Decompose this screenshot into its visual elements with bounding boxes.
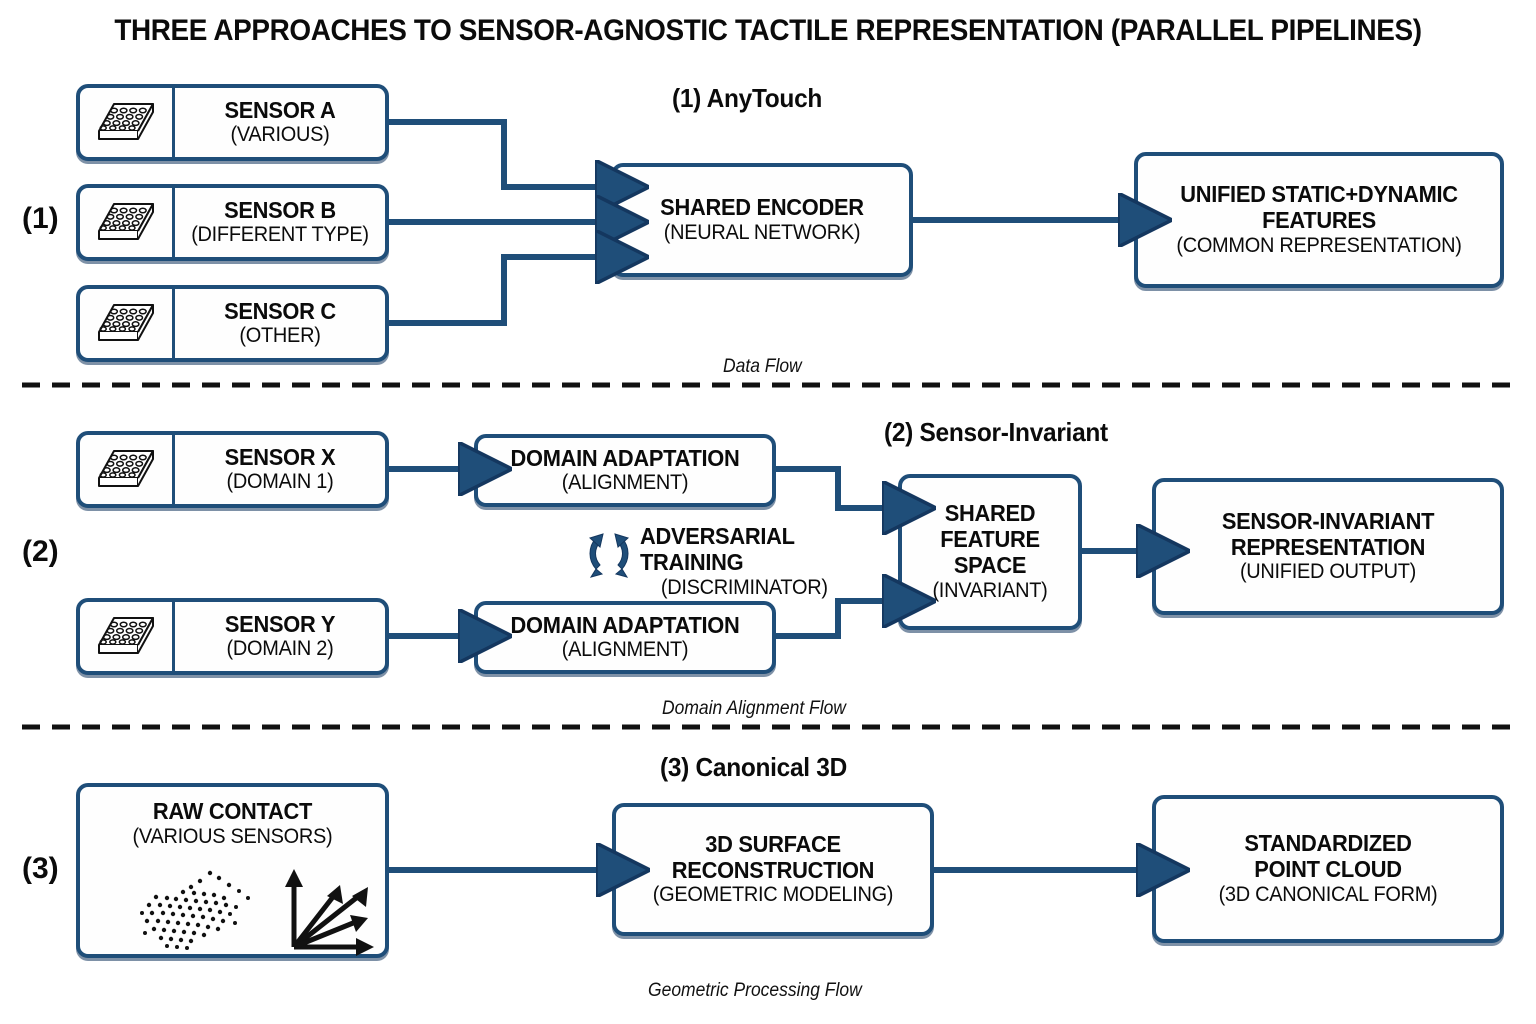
standardized-point-cloud-box[interactable]: STANDARDIZED POINT CLOUD (3D CANONICAL F… — [1152, 795, 1504, 943]
sensor-icon-cell-b — [80, 188, 175, 257]
connector-da1-to-feature-space — [776, 466, 888, 508]
shared-feature-space-line3: SPACE — [953, 551, 1027, 578]
section-heading-sensor-invariant: (2) Sensor-Invariant — [884, 417, 1108, 447]
adversarial-training-subtitle: (DISCRIMINATOR) — [660, 575, 828, 599]
domain-adaptation-1-subtitle: (ALIGNMENT) — [561, 471, 689, 495]
sensor-label-cell-c: SENSOR C (OTHER) — [175, 297, 385, 349]
raw-contact-box[interactable]: RAW CONTACT (VARIOUS SENSORS) — [76, 783, 389, 958]
section-heading-anytouch: (1) AnyTouch — [672, 83, 823, 113]
surface-reconstruction-subtitle: (GEOMETRIC MODELING) — [652, 883, 894, 907]
sensor-box-a[interactable]: SENSOR A (VARIOUS) — [76, 84, 389, 161]
sensor-label-cell-a: SENSOR A (VARIOUS) — [175, 96, 385, 148]
adversarial-training-icon-wrap — [586, 522, 632, 584]
connector-da2-to-feature-space — [776, 601, 888, 639]
sensor-b-subtitle: (DIFFERENT TYPE) — [191, 223, 369, 247]
sensor-invariant-line2: REPRESENTATION — [1230, 533, 1426, 560]
sensor-invariant-line1: SENSOR-INVARIANT — [1221, 507, 1435, 534]
sensor-label-cell-x: SENSOR X (DOMAIN 1) — [175, 443, 385, 495]
shared-feature-space-line2: FEATURE — [940, 526, 1040, 553]
sensor-c-subtitle: (OTHER) — [239, 324, 321, 348]
connector-sensor-a-to-encoder — [389, 119, 601, 187]
sensor-box-x[interactable]: SENSOR X (DOMAIN 1) — [76, 431, 389, 508]
shared-encoder-title: SHARED ENCODER — [660, 194, 864, 221]
raw-contact-subtitle: (VARIOUS SENSORS) — [132, 824, 333, 848]
domain-adaptation-box-2[interactable]: DOMAIN ADAPTATION (ALIGNMENT) — [474, 601, 776, 674]
shared-encoder-box[interactable]: SHARED ENCODER (NEURAL NETWORK) — [611, 163, 913, 277]
standardized-point-cloud-line2: POINT CLOUD — [1254, 856, 1402, 883]
cycle-arrows-icon — [589, 533, 629, 578]
sensor-box-b[interactable]: SENSOR B (DIFFERENT TYPE) — [76, 184, 389, 261]
raw-contact-title: RAW CONTACT — [152, 798, 313, 824]
domain-adaptation-1-title: DOMAIN ADAPTATION — [510, 444, 740, 471]
adversarial-training-title: ADVERSARIAL TRAINING — [640, 523, 795, 575]
row-number-2: (2) — [22, 535, 59, 568]
tactile-sensor-array-icon — [98, 202, 154, 240]
shared-feature-space-line1: SHARED — [944, 500, 1036, 527]
unified-features-title-line1: UNIFIED STATIC+DYNAMIC — [1180, 181, 1458, 208]
unified-features-box[interactable]: UNIFIED STATIC+DYNAMIC FEATURES (COMMON … — [1134, 152, 1504, 288]
sensor-icon-cell-a — [80, 88, 175, 157]
tactile-sensor-array-icon — [98, 303, 154, 341]
sensor-icon-cell-y — [80, 602, 175, 671]
flow-label-domain-alignment: Domain Alignment Flow — [662, 698, 846, 719]
point-cloud-icon — [140, 870, 250, 950]
sensor-label-cell-y: SENSOR Y (DOMAIN 2) — [175, 610, 385, 662]
surface-reconstruction-line2: RECONSTRUCTION — [671, 856, 875, 883]
sensor-x-subtitle: (DOMAIN 1) — [226, 470, 334, 494]
standardized-point-cloud-subtitle: (3D CANONICAL FORM) — [1218, 882, 1438, 906]
row-number-1: (1) — [22, 202, 59, 235]
sensor-c-title: SENSOR C — [224, 297, 336, 324]
adversarial-training-label: ADVERSARIAL TRAINING (DISCRIMINATOR) — [640, 523, 900, 599]
flow-label-geometric-processing: Geometric Processing Flow — [648, 980, 862, 1001]
sensor-y-title: SENSOR Y — [224, 610, 336, 637]
surface-reconstruction-line1: 3D SURFACE — [705, 830, 841, 857]
sensor-x-title: SENSOR X — [224, 443, 336, 470]
domain-adaptation-2-title: DOMAIN ADAPTATION — [510, 611, 740, 638]
row-number-3: (3) — [22, 852, 59, 885]
sensor-icon-cell-c — [80, 289, 175, 358]
section-heading-canonical-3d: (3) Canonical 3D — [660, 752, 847, 782]
sensor-y-subtitle: (DOMAIN 2) — [226, 637, 334, 661]
sensor-invariant-subtitle: (UNIFIED OUTPUT) — [1239, 560, 1417, 584]
3d-surface-reconstruction-box[interactable]: 3D SURFACE RECONSTRUCTION (GEOMETRIC MOD… — [612, 803, 934, 936]
tactile-sensor-array-icon — [98, 102, 154, 140]
shared-feature-space-subtitle: (INVARIANT) — [932, 578, 1048, 602]
unified-features-subtitle: (COMMON REPRESENTATION) — [1176, 233, 1462, 257]
sensor-a-title: SENSOR A — [224, 96, 336, 123]
sensor-a-subtitle: (VARIOUS) — [230, 123, 330, 147]
shared-encoder-subtitle: (NEURAL NETWORK) — [663, 220, 861, 244]
tactile-sensor-array-icon — [98, 449, 154, 487]
flow-label-data-flow: Data Flow — [723, 356, 802, 377]
unified-features-title-line2: FEATURES — [1262, 207, 1376, 234]
connector-sensor-c-to-encoder — [389, 257, 601, 326]
sensor-invariant-representation-box[interactable]: SENSOR-INVARIANT REPRESENTATION (UNIFIED… — [1152, 478, 1504, 615]
tactile-sensor-array-icon — [98, 616, 154, 654]
domain-adaptation-2-subtitle: (ALIGNMENT) — [561, 638, 689, 662]
sensor-b-title: SENSOR B — [224, 196, 336, 223]
standardized-point-cloud-line1: STANDARDIZED — [1244, 830, 1412, 857]
sensor-box-y[interactable]: SENSOR Y (DOMAIN 2) — [76, 598, 389, 675]
page-title: THREE APPROACHES TO SENSOR-AGNOSTIC TACT… — [114, 14, 1422, 47]
shared-feature-space-box[interactable]: SHARED FEATURE SPACE (INVARIANT) — [898, 474, 1082, 630]
sensor-icon-cell-x — [80, 435, 175, 504]
domain-adaptation-box-1[interactable]: DOMAIN ADAPTATION (ALIGNMENT) — [474, 434, 776, 507]
vector-axes-icon — [285, 869, 374, 956]
sensor-box-c[interactable]: SENSOR C (OTHER) — [76, 285, 389, 362]
sensor-label-cell-b: SENSOR B (DIFFERENT TYPE) — [175, 196, 385, 248]
